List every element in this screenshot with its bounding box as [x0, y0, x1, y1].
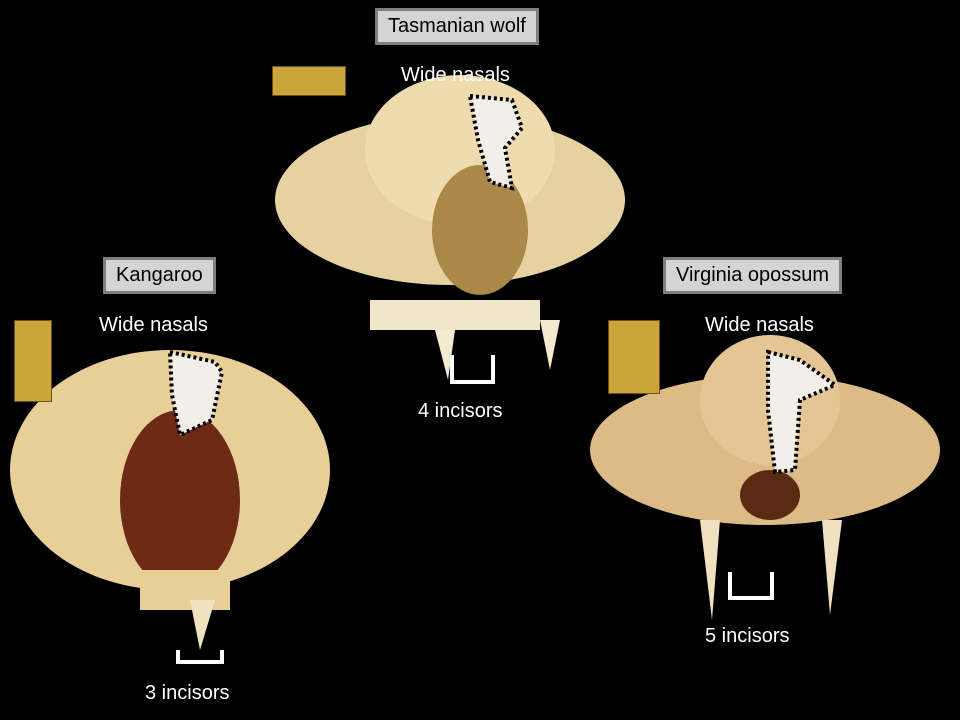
- incisors-label-kangaroo: 3 incisors: [145, 682, 230, 704]
- incisor-bracket-opossum: [728, 572, 774, 600]
- specimen-label-virginia-opossum: Virginia opossum: [663, 257, 843, 294]
- scale-ruler-wolf: [272, 66, 346, 96]
- nasals-label-tasmanian-wolf: Wide nasals: [401, 64, 510, 86]
- virginia-opossum-skull: [590, 335, 940, 620]
- nasals-label-kangaroo: Wide nasals: [99, 314, 208, 336]
- scale-ruler-opossum: [608, 320, 660, 394]
- nasals-label-virginia-opossum: Wide nasals: [705, 314, 814, 336]
- specimen-label-kangaroo: Kangaroo: [103, 257, 216, 294]
- specimen-label-tasmanian-wolf: Tasmanian wolf: [375, 8, 539, 45]
- scale-ruler-kangaroo: [14, 320, 52, 402]
- incisor-bracket-kangaroo: [176, 650, 224, 664]
- kangaroo-skull: [10, 349, 330, 650]
- incisors-label-virginia-opossum: 5 incisors: [705, 625, 790, 647]
- tasmanian-wolf-skull: [275, 75, 625, 380]
- incisors-label-tasmanian-wolf: 4 incisors: [418, 400, 503, 422]
- incisor-bracket-wolf: [450, 355, 495, 384]
